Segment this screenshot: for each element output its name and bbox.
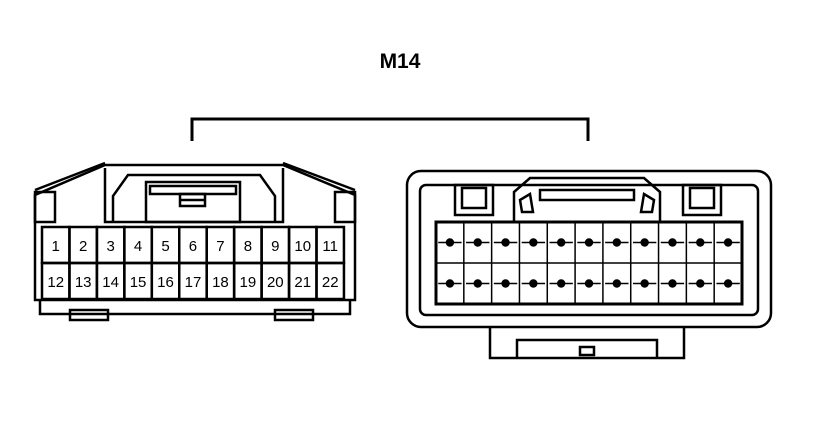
- terminal-connector-left-ear: [33, 190, 57, 224]
- terminal-pin-number: 3: [106, 238, 114, 255]
- harness-pin: [723, 238, 733, 247]
- terminal-pin-number: 16: [157, 274, 174, 291]
- terminal-pin-number: 6: [189, 238, 197, 255]
- harness-connector-latch: [512, 176, 662, 222]
- terminal-pin-number: 13: [75, 274, 92, 291]
- terminal-connector-top-step: [34, 161, 106, 192]
- terminal-pin-number: 12: [47, 274, 64, 291]
- terminal-pin-number: 4: [134, 238, 142, 255]
- harness-connector-left-key: [453, 183, 495, 217]
- harness-pin: [612, 279, 622, 288]
- terminal-pin-number: 19: [240, 274, 257, 291]
- connector-label: M14: [379, 50, 421, 73]
- harness-connector-latch-window: [538, 188, 636, 202]
- terminal-pin-number: 11: [322, 238, 338, 255]
- harness-pin: [668, 279, 677, 288]
- terminal-connector-right-ear: [333, 190, 357, 224]
- harness-pin: [556, 279, 566, 288]
- terminal-pin-number: 18: [212, 274, 229, 291]
- harness-connector-bottom-lock: [488, 327, 686, 360]
- harness-pin: [723, 279, 733, 288]
- harness-pin: [445, 238, 455, 247]
- terminal-connector-latch-frame: [144, 180, 242, 224]
- terminal-pin-number: 14: [102, 274, 119, 291]
- terminal-pin-number: 10: [294, 238, 311, 255]
- terminal-pin-number: 8: [244, 238, 252, 255]
- harness-pin: [640, 279, 649, 288]
- harness-connector-right-key: [681, 183, 723, 217]
- terminal-pin-number: 1: [52, 238, 60, 255]
- harness-pin: [668, 238, 677, 247]
- terminal-connector-lock-inner: [111, 173, 277, 222]
- terminal-pin-number: 5: [161, 238, 169, 255]
- harness-pin: [529, 279, 538, 288]
- terminal-connector-top-step-right: [282, 161, 356, 192]
- harness-pin: [584, 238, 594, 247]
- terminal-pin-number: 22: [322, 274, 339, 291]
- harness-pin: [556, 238, 566, 247]
- terminal-cell: [315, 261, 346, 301]
- harness-pin: [696, 279, 705, 288]
- connector-bracket: [190, 117, 590, 141]
- harness-connector-right-key-inner: [688, 186, 716, 210]
- terminal-connector-foot-left: [68, 308, 110, 322]
- terminal-pin-number: 15: [130, 274, 147, 291]
- harness-connector-inner-frame: [418, 183, 760, 317]
- terminal-connector-base: [38, 300, 352, 316]
- harness-pin: [584, 279, 594, 288]
- terminal-pin-number: 7: [216, 238, 224, 255]
- terminal-pin-number: 20: [267, 274, 284, 291]
- terminal-pin-number: 2: [79, 238, 87, 255]
- harness-pin: [696, 238, 705, 247]
- harness-pin: [473, 279, 482, 288]
- harness-pin: [612, 238, 622, 247]
- harness-connector-bottom-lock-inner: [515, 338, 659, 358]
- harness-connector-bottom-tab: [578, 345, 596, 357]
- harness-connector-left-key-inner: [460, 186, 488, 210]
- harness-pin: [445, 279, 455, 288]
- harness-pin: [473, 238, 482, 247]
- terminal-pin-number: 17: [185, 274, 202, 291]
- harness-pin: [501, 238, 510, 247]
- terminal-connector-foot-right: [273, 308, 315, 322]
- harness-connector-latch-right-tab: [639, 191, 656, 214]
- terminal-pin-number: 21: [294, 274, 311, 291]
- harness-pin: [529, 238, 538, 247]
- terminal-pin-number: 9: [271, 238, 279, 255]
- harness-pin: [640, 238, 649, 247]
- harness-connector: [405, 169, 773, 360]
- harness-pin: [501, 279, 510, 288]
- harness-connector-latch-left-tab: [518, 191, 535, 214]
- harness-connector-housing: [405, 169, 773, 329]
